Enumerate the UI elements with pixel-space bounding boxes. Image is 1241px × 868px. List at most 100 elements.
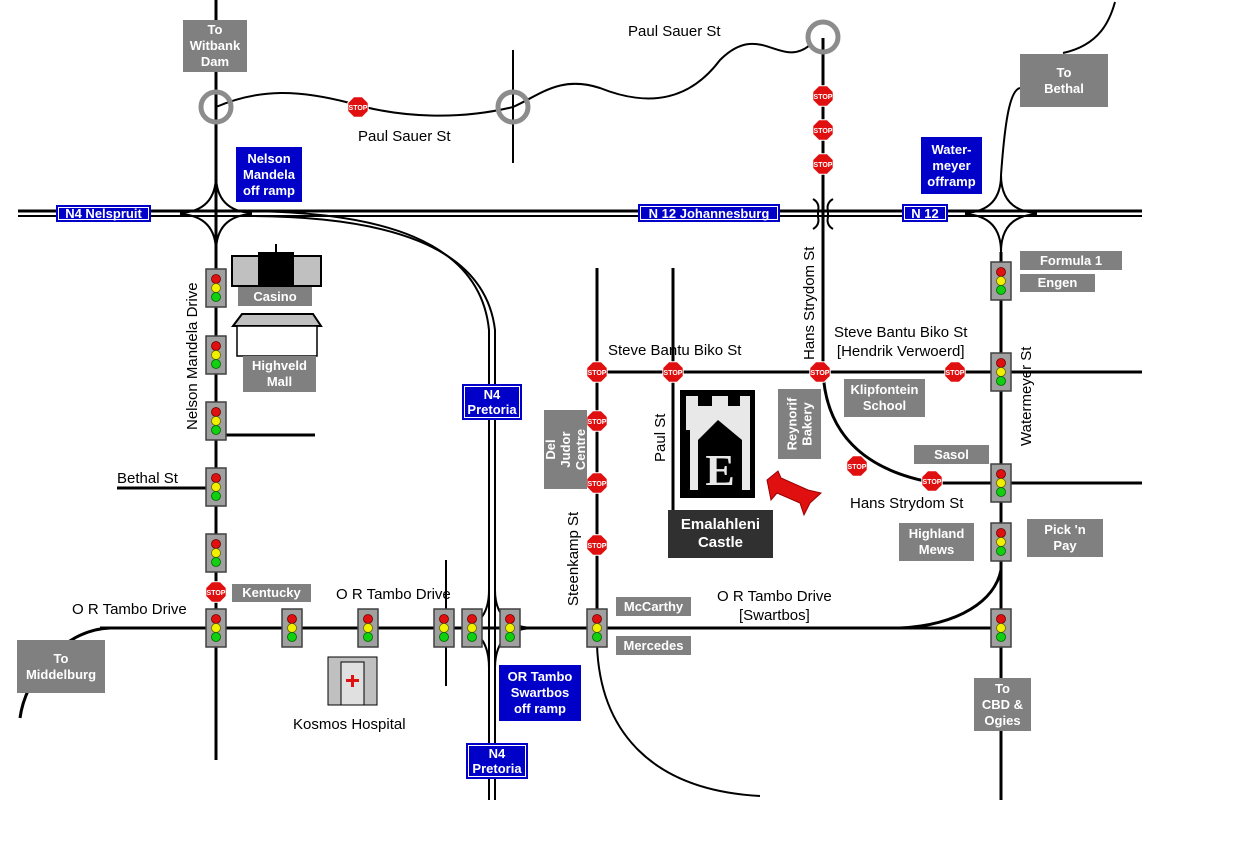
stop-sign-icon: STOP xyxy=(921,470,943,492)
destination-bethal: To Bethal xyxy=(1020,54,1108,107)
label-kosmos-hospital: Kosmos Hospital xyxy=(293,716,406,733)
traffic-light-icon xyxy=(499,608,521,648)
road-n4-pretoria-left xyxy=(239,210,490,800)
destination-witbank-dam: To Witbank Dam xyxy=(183,20,247,72)
hospital-building-icon xyxy=(327,656,378,706)
landmark-casino: Casino xyxy=(238,287,312,306)
sign-n4-pretoria-mid: N4 Pretoria xyxy=(462,384,522,420)
svg-text:STOP: STOP xyxy=(923,479,942,486)
landmark-mercedes: Mercedes xyxy=(616,636,691,655)
casino-building-icon xyxy=(231,244,322,287)
svg-text:STOP: STOP xyxy=(814,162,833,169)
destination-middelburg: To Middelburg xyxy=(17,640,105,693)
traffic-light-icon xyxy=(990,261,1012,301)
sign-n12: N 12 xyxy=(902,204,948,222)
stop-sign-icon: STOP xyxy=(347,96,369,118)
traffic-light-icon xyxy=(205,335,227,375)
road-paul-sauer-st xyxy=(215,42,811,117)
road-steenkamp-curve xyxy=(596,644,761,797)
roundabout-paul-sauer-mid xyxy=(495,89,531,125)
traffic-light-icon xyxy=(205,268,227,308)
svg-text:STOP: STOP xyxy=(588,419,607,426)
svg-text:STOP: STOP xyxy=(946,370,965,377)
landmark-highland-mews: Highland Mews xyxy=(899,523,974,561)
stop-sign-icon: STOP xyxy=(586,361,608,383)
landmark-engen: Engen xyxy=(1020,274,1095,292)
label-or-tambo-left: O R Tambo Drive xyxy=(72,601,187,618)
svg-text:STOP: STOP xyxy=(588,481,607,488)
traffic-light-icon xyxy=(461,608,483,648)
label-nelson-mandela-drive: Nelson Mandela Drive xyxy=(184,282,201,430)
stop-sign-icon: STOP xyxy=(812,119,834,141)
stop-sign-icon: STOP xyxy=(586,472,608,494)
label-hans-strydom-vertical: Hans Strydom St xyxy=(801,246,818,360)
traffic-light-icon xyxy=(205,533,227,573)
label-paul-sauer-left: Paul Sauer St xyxy=(358,128,451,145)
stop-sign-icon: STOP xyxy=(812,85,834,107)
sign-n12-johannesburg: N 12 Johannesburg xyxy=(638,204,780,222)
traffic-light-icon xyxy=(586,608,608,648)
svg-text:STOP: STOP xyxy=(349,105,368,112)
mall-building-icon xyxy=(231,313,323,357)
bridge-hans-strydom xyxy=(812,198,834,230)
del-judor-text: Del Judor Centre xyxy=(543,428,588,471)
traffic-light-icon xyxy=(990,352,1012,392)
stop-sign-icon: STOP xyxy=(205,581,227,603)
landmark-klipfontein-school: Klipfontein School xyxy=(844,379,925,417)
arrow-pointer-icon xyxy=(766,470,823,517)
landmark-formula1: Formula 1 xyxy=(1020,251,1122,270)
interchange-nelson-mandela xyxy=(179,174,253,253)
label-hans-strydom-right: Hans Strydom St xyxy=(850,495,964,512)
traffic-light-icon xyxy=(990,463,1012,503)
traffic-light-icon xyxy=(281,608,303,648)
roundabout-paul-sauer-hans-strydom xyxy=(805,19,841,55)
roundabout-witbank-dam xyxy=(198,89,234,125)
svg-text:STOP: STOP xyxy=(811,370,830,377)
stop-sign-icon: STOP xyxy=(586,534,608,556)
svg-text:STOP: STOP xyxy=(814,128,833,135)
svg-text:E: E xyxy=(705,446,734,495)
castle-logo-icon: E xyxy=(680,390,755,498)
offramp-nelson-mandela: Nelson Mandela off ramp xyxy=(236,147,302,202)
label-bethal-st: Bethal St xyxy=(117,470,178,487)
destination-cbd-ogies: To CBD & Ogies xyxy=(974,678,1031,731)
traffic-light-icon xyxy=(433,608,455,648)
svg-text:STOP: STOP xyxy=(664,370,683,377)
label-paul-st: Paul St xyxy=(652,413,669,462)
sign-n4-pretoria-bottom: N4 Pretoria xyxy=(466,743,528,779)
stop-sign-icon: STOP xyxy=(944,361,966,383)
svg-text:STOP: STOP xyxy=(588,370,607,377)
traffic-light-icon xyxy=(990,608,1012,648)
label-watermeyer-st: Watermeyer St xyxy=(1018,346,1035,446)
stop-sign-icon: STOP xyxy=(586,410,608,432)
road-or-tambo-swartbos-curve xyxy=(899,569,1003,630)
traffic-light-icon xyxy=(990,522,1012,562)
traffic-light-icon xyxy=(205,401,227,441)
offramp-watermeyer: Water- meyer offramp xyxy=(921,137,982,194)
landmark-sasol: Sasol xyxy=(914,445,989,464)
stop-sign-icon: STOP xyxy=(809,361,831,383)
road-to-bethal xyxy=(1000,1,1116,176)
svg-text:STOP: STOP xyxy=(848,464,867,471)
label-steenkamp-st: Steenkamp St xyxy=(565,511,582,606)
label-paul-sauer-top: Paul Sauer St xyxy=(628,23,721,40)
label-steve-biko-right: Steve Bantu Biko St [Hendrik Verwoerd] xyxy=(834,324,968,360)
svg-text:STOP: STOP xyxy=(814,94,833,101)
traffic-light-icon xyxy=(205,467,227,507)
stop-sign-icon: STOP xyxy=(662,361,684,383)
landmark-mccarthy: McCarthy xyxy=(616,597,691,616)
label-steve-biko-left: Steve Bantu Biko St xyxy=(608,342,742,359)
stop-sign-icon: STOP xyxy=(812,153,834,175)
landmark-emalahleni-castle: Emalahleni Castle xyxy=(668,510,773,558)
traffic-light-icon xyxy=(205,608,227,648)
landmark-del-judor-centre: Del Judor Centre xyxy=(543,410,588,489)
offramp-or-tambo-swartbos: OR Tambo Swartbos off ramp xyxy=(499,665,581,721)
landmark-reynorif-bakery: Reynorif Bakery xyxy=(778,389,821,459)
traffic-light-icon xyxy=(357,608,379,648)
svg-text:STOP: STOP xyxy=(588,543,607,550)
landmark-kentucky: Kentucky xyxy=(232,584,311,602)
landmark-pick-n-pay: Pick 'n Pay xyxy=(1027,519,1103,557)
interchange-watermeyer xyxy=(964,174,1038,253)
reynorif-bakery-text: Reynorif Bakery xyxy=(784,397,815,451)
